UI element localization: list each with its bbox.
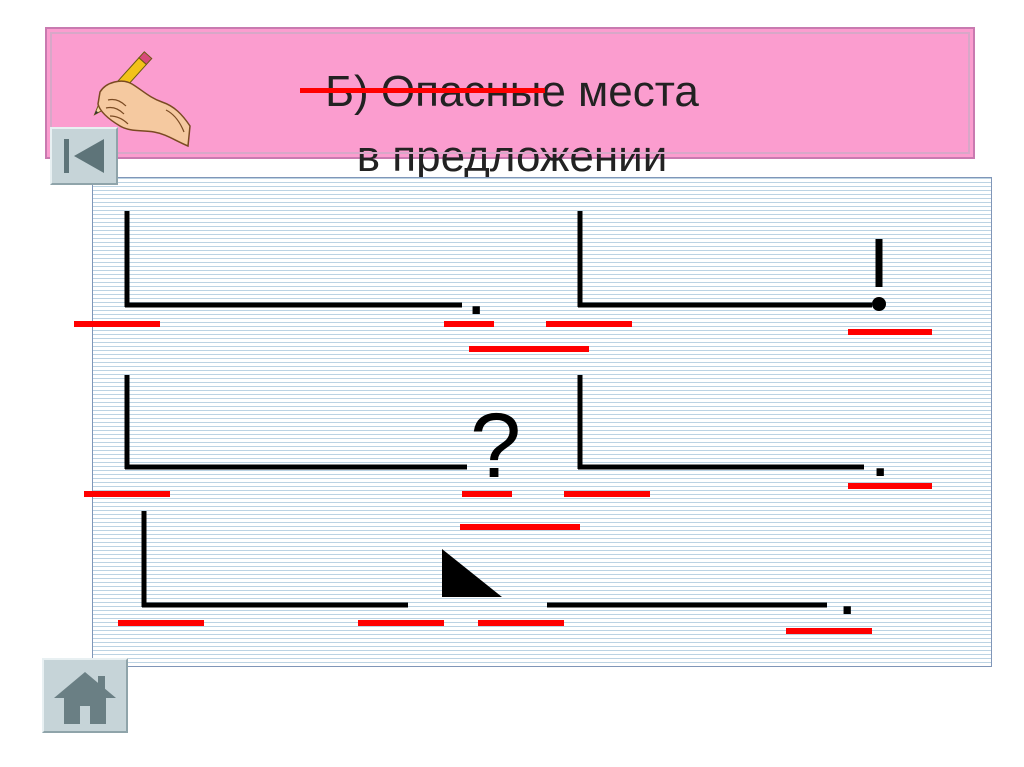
danger-mark	[74, 321, 160, 327]
question-mark: ?	[470, 395, 521, 497]
danger-mark	[84, 491, 170, 497]
comma-triangle	[442, 549, 502, 597]
scheme-row1-left: .	[124, 211, 483, 326]
home-button[interactable]	[42, 658, 128, 733]
scheme-row3: .	[141, 511, 854, 626]
danger-mark	[462, 491, 512, 497]
period-mark: .	[469, 268, 483, 326]
danger-mark	[358, 620, 444, 626]
danger-mark	[848, 483, 932, 489]
back-button[interactable]	[50, 127, 118, 185]
danger-mark	[444, 321, 494, 327]
period-mark: .	[873, 430, 887, 488]
danger-mark	[469, 346, 589, 352]
title-banner: Б) Опасные места в предложении	[45, 27, 975, 181]
scheme-row2-right: .	[577, 375, 887, 488]
scheme-row2-left: ?	[124, 375, 521, 497]
period-mark: .	[840, 568, 854, 626]
sentence-schemes: . ? . .	[124, 211, 887, 626]
scheme-row1-right	[577, 211, 886, 311]
danger-mark	[460, 524, 580, 530]
danger-mark	[564, 491, 650, 497]
lined-board	[92, 177, 992, 667]
skip-to-start-icon	[64, 139, 104, 173]
danger-mark	[786, 628, 872, 634]
danger-mark	[546, 321, 632, 327]
danger-mark	[118, 620, 204, 626]
hand-pencil-icon	[93, 51, 191, 148]
danger-mark	[848, 329, 932, 335]
danger-mark	[478, 620, 564, 626]
home-icon	[54, 672, 116, 724]
